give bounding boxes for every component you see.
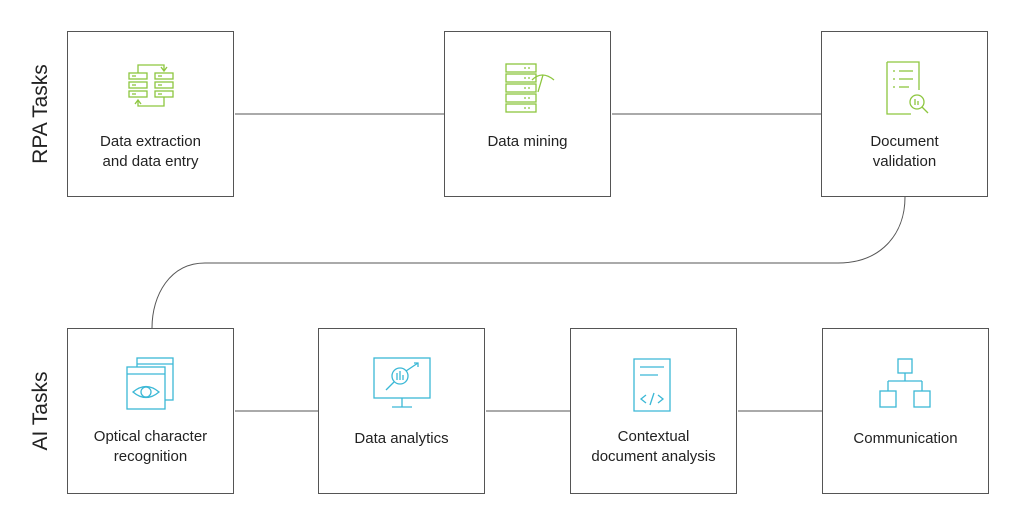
row-label-rpa: RPA Tasks xyxy=(29,64,52,164)
code-document-icon xyxy=(622,355,686,415)
task-card-ocr: Optical character recognition xyxy=(67,328,234,494)
connector-rpa-to-ai xyxy=(151,196,906,329)
task-label: Contextual document analysis xyxy=(591,428,716,465)
task-label: Optical character recognition xyxy=(93,428,208,465)
task-label: Communication xyxy=(853,430,958,447)
task-card-document-validation: Document validation xyxy=(821,31,988,197)
task-card-data-mining: Data mining xyxy=(444,31,611,197)
task-label: Data analytics xyxy=(354,430,449,447)
hierarchy-icon xyxy=(874,355,938,415)
task-label: Data extraction and data entry xyxy=(100,133,201,170)
task-card-data-extraction: Data extraction and data entry xyxy=(67,31,234,197)
task-label: Data mining xyxy=(487,133,568,150)
task-card-data-analytics: Data analytics xyxy=(318,328,485,494)
data-mining-icon xyxy=(496,58,560,118)
eye-window-icon xyxy=(119,355,183,415)
task-card-communication: Communication xyxy=(822,328,989,494)
task-label: Document validation xyxy=(870,133,939,170)
document-search-icon xyxy=(873,58,937,118)
monitor-analytics-icon xyxy=(370,355,434,415)
row-label-ai: AI Tasks xyxy=(29,371,52,451)
data-transfer-icon xyxy=(119,58,183,118)
task-card-contextual-analysis: Contextual document analysis xyxy=(570,328,737,494)
